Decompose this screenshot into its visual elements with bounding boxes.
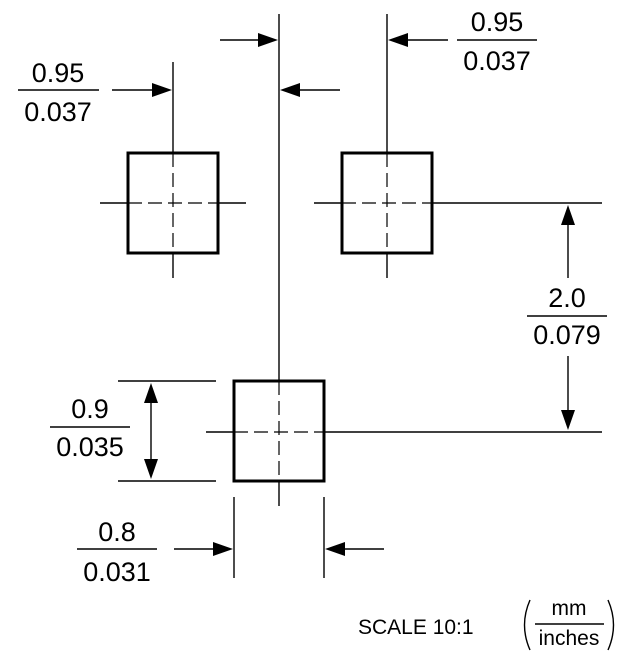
units-legend: mm inches (523, 597, 615, 651)
label-pad-height-mm: 0.9 (71, 394, 109, 424)
label-pad-spacing-right: 0.95 0.037 (457, 7, 537, 76)
centerlines-top-left (100, 62, 246, 278)
label-pad-spacing-left: 0.95 0.037 (18, 58, 99, 127)
label-pad-spacing-right-mm: 0.95 (471, 7, 524, 37)
dim-arrow-pad-width (174, 542, 384, 556)
label-pad-width-inches: 0.031 (83, 557, 151, 587)
label-vertical-pitch-mm: 2.0 (548, 283, 586, 313)
label-vertical-pitch: 2.0 0.079 (527, 283, 607, 350)
label-vertical-pitch-inches: 0.079 (533, 320, 601, 350)
scale-label: SCALE 10:1 (358, 616, 474, 639)
dim-arrow-pitch (561, 205, 575, 430)
label-pad-height-inches: 0.035 (56, 432, 124, 462)
centerlines-bottom (206, 14, 602, 506)
label-pad-height: 0.9 0.035 (50, 394, 130, 462)
dim-arrow-pad-height (144, 383, 158, 479)
dim-arrow-center-top (220, 33, 278, 47)
dim-arrow-right-spacing (388, 33, 448, 47)
units-legend-inches: inches (539, 627, 600, 650)
units-legend-mm: mm (552, 597, 587, 620)
label-pad-width-mm: 0.8 (98, 517, 136, 547)
pad-width-extension-lines (233, 497, 325, 578)
dim-arrow-center-mid (280, 83, 340, 97)
label-pad-spacing-left-inches: 0.037 (24, 97, 92, 127)
centerlines-top-right (314, 14, 602, 278)
pad-height-extension-lines (118, 380, 216, 482)
dim-arrow-left-spacing (112, 83, 172, 97)
label-pad-spacing-right-inches: 0.037 (463, 46, 531, 76)
label-pad-width: 0.8 0.031 (77, 517, 157, 587)
label-pad-spacing-left-mm: 0.95 (32, 58, 85, 88)
